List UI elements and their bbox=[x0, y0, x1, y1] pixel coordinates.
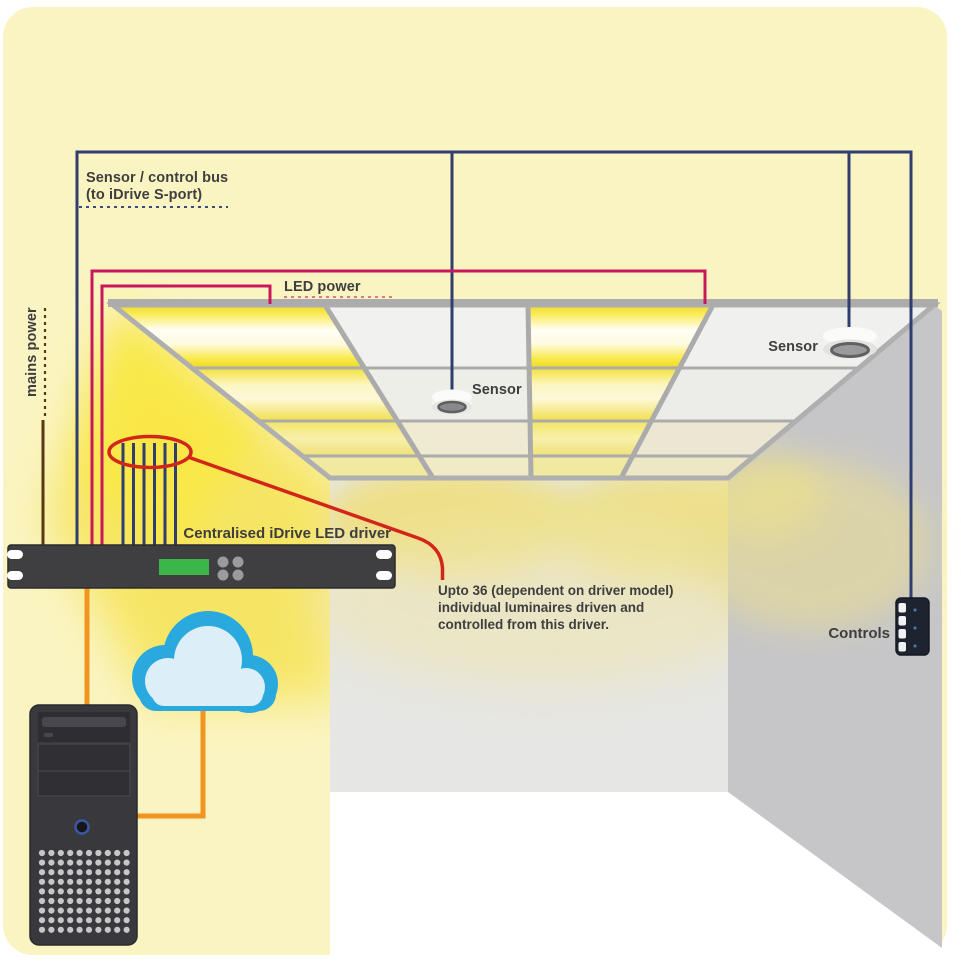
sensor-lens bbox=[830, 342, 870, 358]
led-power-wire-inner bbox=[100, 284, 272, 545]
tower-bay-2 bbox=[37, 743, 131, 772]
ceiling-mullion bbox=[322, 303, 436, 480]
sensor-device-right bbox=[823, 327, 877, 359]
controls-indicator-dots bbox=[913, 608, 917, 648]
led-power-wire-outer bbox=[90, 269, 707, 545]
floor-area bbox=[330, 792, 947, 962]
driver-display bbox=[159, 559, 209, 575]
annotation-leader-line bbox=[187, 455, 445, 580]
cloud-icon bbox=[132, 611, 278, 713]
driver-buttons bbox=[217, 556, 244, 581]
annotation-note: Upto 36 (dependent on driver model) indi… bbox=[438, 583, 674, 632]
sensor-label-right: Sensor bbox=[768, 339, 818, 355]
sensor-control-bus-wires bbox=[75, 150, 913, 600]
pc-tower bbox=[29, 704, 138, 946]
driver-label: Centralised iDrive LED driver bbox=[183, 525, 391, 542]
idrive-led-driver bbox=[7, 544, 396, 589]
bus-label-line1: Sensor / control bus bbox=[86, 170, 228, 186]
note-line-2: individual luminaires driven and bbox=[438, 600, 644, 615]
luminaire-wire-cluster bbox=[121, 443, 177, 545]
cloud-fill bbox=[145, 626, 265, 706]
note-line-3: controlled from this driver. bbox=[438, 617, 609, 632]
driver-screws bbox=[7, 550, 392, 580]
network-wires bbox=[84, 588, 206, 819]
led-panel bbox=[529, 454, 636, 480]
tower-drive-bay-slot bbox=[42, 717, 126, 727]
ceiling-mullion bbox=[525, 304, 534, 479]
ceiling-mullion bbox=[618, 303, 716, 480]
bus-label-line2: (to iDrive S-port) bbox=[86, 187, 202, 203]
ceiling-tile bbox=[416, 454, 533, 480]
mains-power-wires bbox=[41, 308, 47, 545]
red-annotation bbox=[107, 434, 445, 580]
controls-device bbox=[895, 597, 930, 656]
tower-drive-bay-button bbox=[44, 733, 53, 737]
mains-power-label: mains power bbox=[24, 307, 40, 397]
sensor-device-middle bbox=[432, 389, 472, 415]
controls-label: Controls bbox=[828, 625, 890, 642]
controls-buttons bbox=[898, 603, 906, 652]
bus-main-wire bbox=[75, 150, 913, 600]
left-light-glow bbox=[48, 312, 340, 700]
annotation-ellipse bbox=[107, 434, 193, 470]
ceiling-grid bbox=[105, 299, 941, 481]
tower-power-button bbox=[74, 819, 90, 835]
note-line-1: Upto 36 (dependent on driver model) bbox=[438, 583, 674, 598]
led-power-label: LED power bbox=[284, 279, 361, 295]
led-power-wires bbox=[90, 269, 707, 545]
tower-vent-grid bbox=[38, 849, 130, 933]
tower-bay-3 bbox=[37, 770, 131, 797]
pc-to-cloud-wire bbox=[136, 708, 206, 819]
sensor-label-middle: Sensor bbox=[472, 382, 522, 398]
sensor-lens bbox=[437, 400, 467, 414]
